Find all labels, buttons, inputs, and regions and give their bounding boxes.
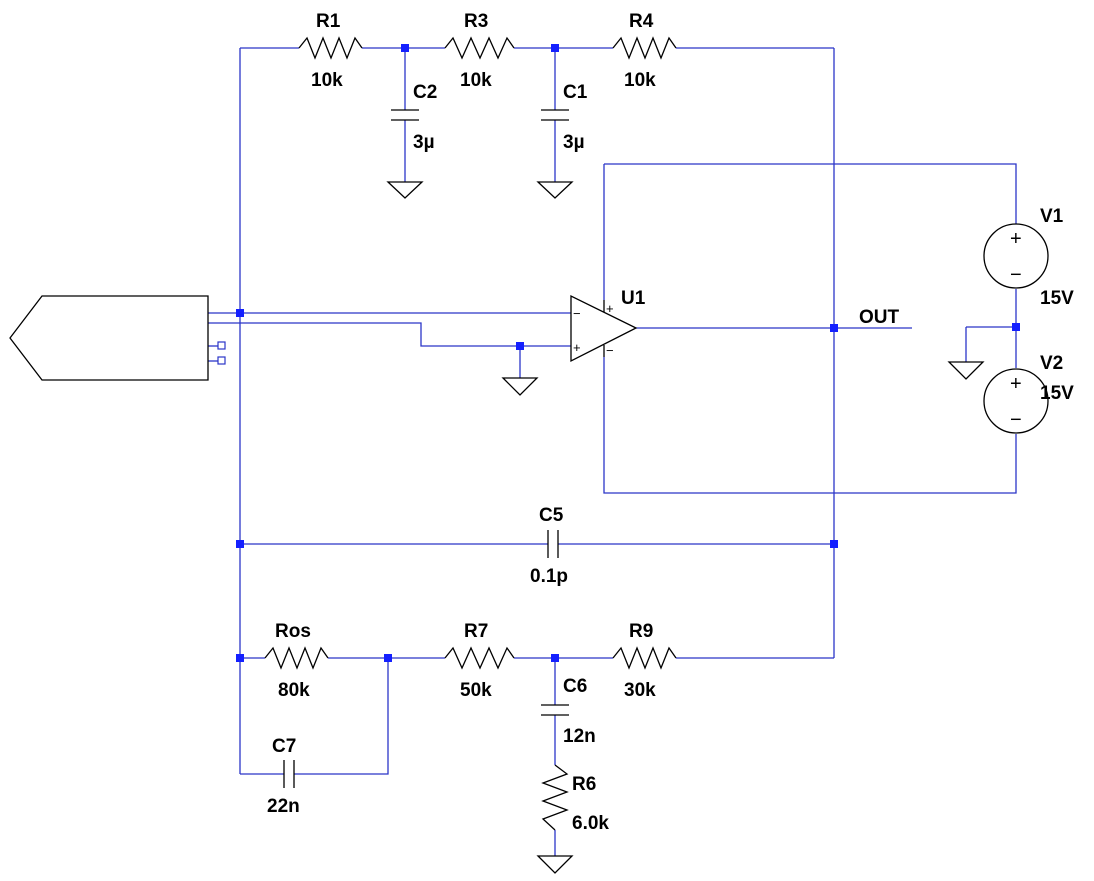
junction-dot [551, 654, 559, 662]
label-c5-value: 0.1p [530, 566, 568, 587]
v2-plus-sign: + [1010, 373, 1022, 395]
resistor-r9[interactable] [612, 646, 677, 670]
label-r9-value: 30k [624, 680, 656, 701]
resistor-r3[interactable] [444, 36, 515, 60]
label-c5-name: C5 [539, 505, 564, 526]
opamp-u1[interactable] [570, 294, 638, 363]
label-out-net: OUT [859, 307, 900, 328]
opamp-vplus-pin-sign: + [606, 301, 614, 316]
label-c6-value: 12n [563, 726, 596, 747]
label-r7-name: R7 [464, 621, 488, 642]
label-c6-name: C6 [563, 676, 587, 697]
junction-dot [236, 309, 244, 317]
junction-dot [830, 324, 838, 332]
junction-dot [236, 654, 244, 662]
label-r7-value: 50k [460, 680, 492, 701]
label-c7-value: 22n [267, 796, 300, 817]
ground-icon [501, 377, 539, 396]
capacitor-c6[interactable] [541, 704, 569, 716]
junction-dots [236, 44, 1020, 662]
junction-dot [401, 44, 409, 52]
wires [208, 47, 1017, 856]
label-c7-name: C7 [272, 736, 296, 757]
label-c2-name: C2 [413, 82, 437, 103]
label-ros-value: 80k [278, 680, 310, 701]
voltage-source-v2[interactable] [983, 368, 1049, 434]
resistor-r6[interactable] [541, 764, 569, 831]
capacitor-c1[interactable] [541, 109, 569, 121]
opamp-vminus-pin-sign: − [606, 343, 614, 358]
resistor-ros[interactable] [264, 646, 329, 670]
capacitor-c2[interactable] [391, 109, 419, 121]
junction-dot [516, 342, 524, 350]
label-r3-name: R3 [464, 11, 488, 32]
connector-block[interactable] [9, 295, 209, 381]
label-v2-value: 15V [1040, 383, 1074, 404]
label-r4-value: 10k [624, 70, 656, 91]
label-r6-name: R6 [572, 774, 596, 795]
label-v2-name: V2 [1040, 353, 1063, 374]
label-c1-name: C1 [563, 82, 588, 103]
label-ros-name: Ros [275, 621, 311, 642]
resistor-r1[interactable] [298, 36, 363, 60]
label-v1-name: V1 [1040, 206, 1064, 227]
capacitor-c5[interactable] [547, 530, 559, 558]
junction-dot [551, 44, 559, 52]
junction-dot [236, 540, 244, 548]
resistor-r4[interactable] [612, 36, 677, 60]
capacitor-c7[interactable] [283, 760, 295, 788]
v1-minus-sign: − [1010, 264, 1022, 286]
v2-minus-sign: − [1010, 409, 1022, 431]
label-r1-name: R1 [316, 11, 341, 32]
opamp-noninv-input-sign: + [573, 340, 581, 355]
ground-icon [536, 181, 574, 199]
label-r9-name: R9 [629, 621, 653, 642]
label-v1-value: 15V [1040, 288, 1074, 309]
voltage-source-v1[interactable] [983, 223, 1049, 289]
ground-icon [386, 181, 424, 199]
junction-dot [830, 540, 838, 548]
v1-plus-sign: + [1010, 228, 1022, 250]
label-c2-value: 3µ [413, 132, 435, 153]
connector-pin [217, 341, 226, 350]
ground-icon [536, 855, 574, 874]
label-r1-value: 10k [311, 70, 343, 91]
label-u1-name: U1 [621, 288, 646, 309]
label-r6-value: 6.0k [572, 813, 609, 834]
resistor-r7[interactable] [444, 646, 515, 670]
junction-dot [384, 654, 392, 662]
labels: R1 10k R3 10k R4 10k C2 3µ C1 3µ U1 OUT … [267, 11, 1074, 834]
opamp-inv-input-sign: − [573, 306, 581, 321]
ground-icon [947, 361, 985, 380]
connector-pin [217, 356, 226, 365]
label-c1-value: 3µ [563, 132, 585, 153]
label-r4-name: R4 [629, 11, 654, 32]
label-r3-value: 10k [460, 70, 492, 91]
junction-dot [1012, 323, 1020, 331]
